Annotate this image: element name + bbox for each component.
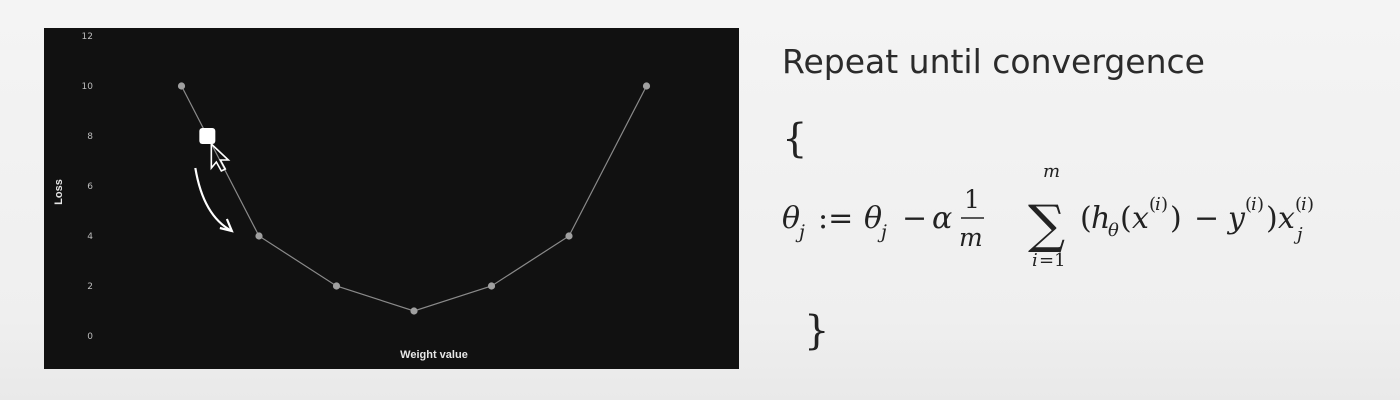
x-axis-label: Weight value	[400, 349, 468, 361]
svg-text:): )	[1307, 194, 1314, 215]
open-brace: {	[782, 116, 808, 162]
data-point	[487, 282, 496, 290]
loss-curve-line	[180, 85, 648, 312]
data-point	[642, 82, 651, 90]
svg-text:α: α	[932, 201, 952, 236]
data-point	[255, 232, 263, 240]
descent-annotation	[194, 128, 234, 233]
y-axis-label: Loss	[53, 179, 65, 205]
y-tick-label: 4	[87, 232, 93, 242]
svg-text:∑: ∑	[1028, 195, 1065, 255]
svg-text:y: y	[1226, 201, 1246, 236]
svg-text:j: j	[1293, 224, 1303, 245]
svg-text::=: :=	[818, 201, 853, 236]
svg-text:−: −	[1194, 201, 1219, 236]
cursor-icon	[210, 142, 231, 173]
formula-panel: Repeat until convergence { θ j := θ j − …	[760, 30, 1390, 370]
data-point	[332, 282, 341, 290]
svg-text:): )	[1266, 201, 1278, 236]
svg-text:j: j	[795, 221, 805, 243]
y-tick-label: 0	[87, 332, 93, 342]
svg-text:(: (	[1149, 194, 1156, 215]
loss-chart: 0 2 4 6 8 10 12 Weight value Loss	[44, 28, 739, 369]
y-tick-label: 10	[82, 82, 94, 92]
svg-text:x: x	[1132, 201, 1149, 236]
svg-text:θ: θ	[782, 201, 800, 236]
svg-text:i: i	[1032, 250, 1038, 271]
svg-text:1: 1	[964, 185, 980, 214]
svg-text:=1: =1	[1039, 250, 1066, 271]
svg-text:(: (	[1120, 201, 1132, 236]
svg-text:x: x	[1278, 201, 1295, 236]
y-tick-label: 2	[87, 282, 93, 292]
descent-arrow-icon	[194, 167, 233, 232]
data-point	[177, 82, 186, 90]
svg-text:θ: θ	[864, 201, 882, 236]
gradient-descent-update-rule: θ j := θ j − α 1 m m ∑ i =1 ( h θ ( x ( …	[782, 161, 1314, 271]
loss-chart-svg: 0 2 4 6 8 10 12 Weight value Loss	[53, 32, 651, 361]
svg-text:−: −	[902, 201, 927, 236]
svg-text:): )	[1161, 194, 1168, 215]
svg-text:i: i	[1251, 194, 1257, 215]
svg-text:(: (	[1245, 194, 1252, 215]
svg-text:(: (	[1295, 194, 1302, 215]
y-tick-label: 8	[87, 132, 93, 142]
y-tick-label: 12	[82, 32, 93, 42]
svg-text:j: j	[877, 221, 887, 243]
data-point	[410, 307, 418, 315]
svg-text:m: m	[959, 223, 983, 252]
data-point	[565, 232, 573, 240]
svg-text:h: h	[1091, 201, 1110, 236]
svg-text:i: i	[1155, 194, 1161, 215]
svg-text:): )	[1170, 201, 1182, 236]
svg-text:i: i	[1301, 194, 1307, 215]
current-weight-marker	[199, 128, 216, 144]
close-brace: }	[804, 308, 830, 354]
repeat-heading: Repeat until convergence	[782, 42, 1205, 81]
svg-text:(: (	[1080, 201, 1092, 236]
arrow-head	[219, 218, 234, 233]
y-tick-label: 6	[87, 182, 93, 192]
svg-text:): )	[1257, 194, 1264, 215]
svg-text:m: m	[1043, 161, 1060, 182]
svg-text:θ: θ	[1108, 220, 1119, 241]
